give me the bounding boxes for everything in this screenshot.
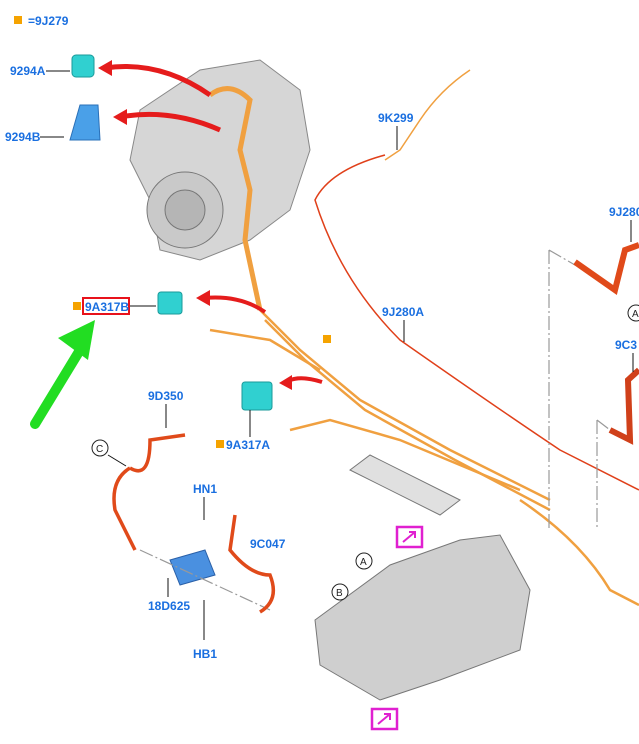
callout-a-right-text: A [632,309,639,320]
legend-marker [14,16,22,24]
callout-c [91,439,109,457]
label-9k299[interactable]: 9K299 [378,111,414,125]
clip-9a317b [157,291,183,315]
callout-c-text: C [96,444,103,455]
marker-9j279 [323,335,331,343]
callout-b [331,583,349,601]
fuel-line-9j280a [314,154,639,491]
label-9a317a[interactable]: 9A317A [226,438,270,452]
fuel-line-bundle [209,69,639,607]
marker-9a317b [73,302,81,310]
label-hb1[interactable]: HB1 [193,647,217,661]
arrow-9294a [104,64,212,98]
hose-9d350 [112,433,186,551]
label-9d350[interactable]: 9D350 [148,389,184,403]
pipe-9c3 [608,367,639,445]
engine-image [129,59,311,311]
fuel-tank [314,534,531,701]
marker-9a317a [216,440,224,448]
bracket-9294b [69,104,101,141]
callout-b-text: B [336,588,343,599]
callout-a-text: A [360,557,367,568]
label-9a317b[interactable]: 9A317B [85,300,129,314]
clip-9294a [71,54,95,78]
arrow-9294b [119,111,222,133]
label-9c3[interactable]: 9C3 [615,338,637,352]
link-icon-2[interactable] [370,707,399,731]
label-9j280a[interactable]: 9J280A [382,305,424,319]
valve-18d625 [169,549,216,586]
link-icon-1[interactable] [395,525,424,549]
pipe-9j280 [573,242,639,295]
clip-9a317a [241,381,273,411]
label-9294a[interactable]: 9294A [10,64,46,78]
callout-a [355,552,373,570]
callout-a-right [627,304,639,322]
hose-9c047 [228,514,276,614]
legend-text: =9J279 [28,14,69,28]
green-arrow-icon [30,345,85,429]
selected-part-box[interactable] [82,297,130,315]
label-9c047[interactable]: 9C047 [250,537,286,551]
label-18d625[interactable]: 18D625 [148,599,190,613]
label-9294b[interactable]: 9294B [5,130,41,144]
label-hn1[interactable]: HN1 [193,482,217,496]
heat-shield [349,454,461,516]
label-9j280[interactable]: 9J280 [609,205,639,219]
